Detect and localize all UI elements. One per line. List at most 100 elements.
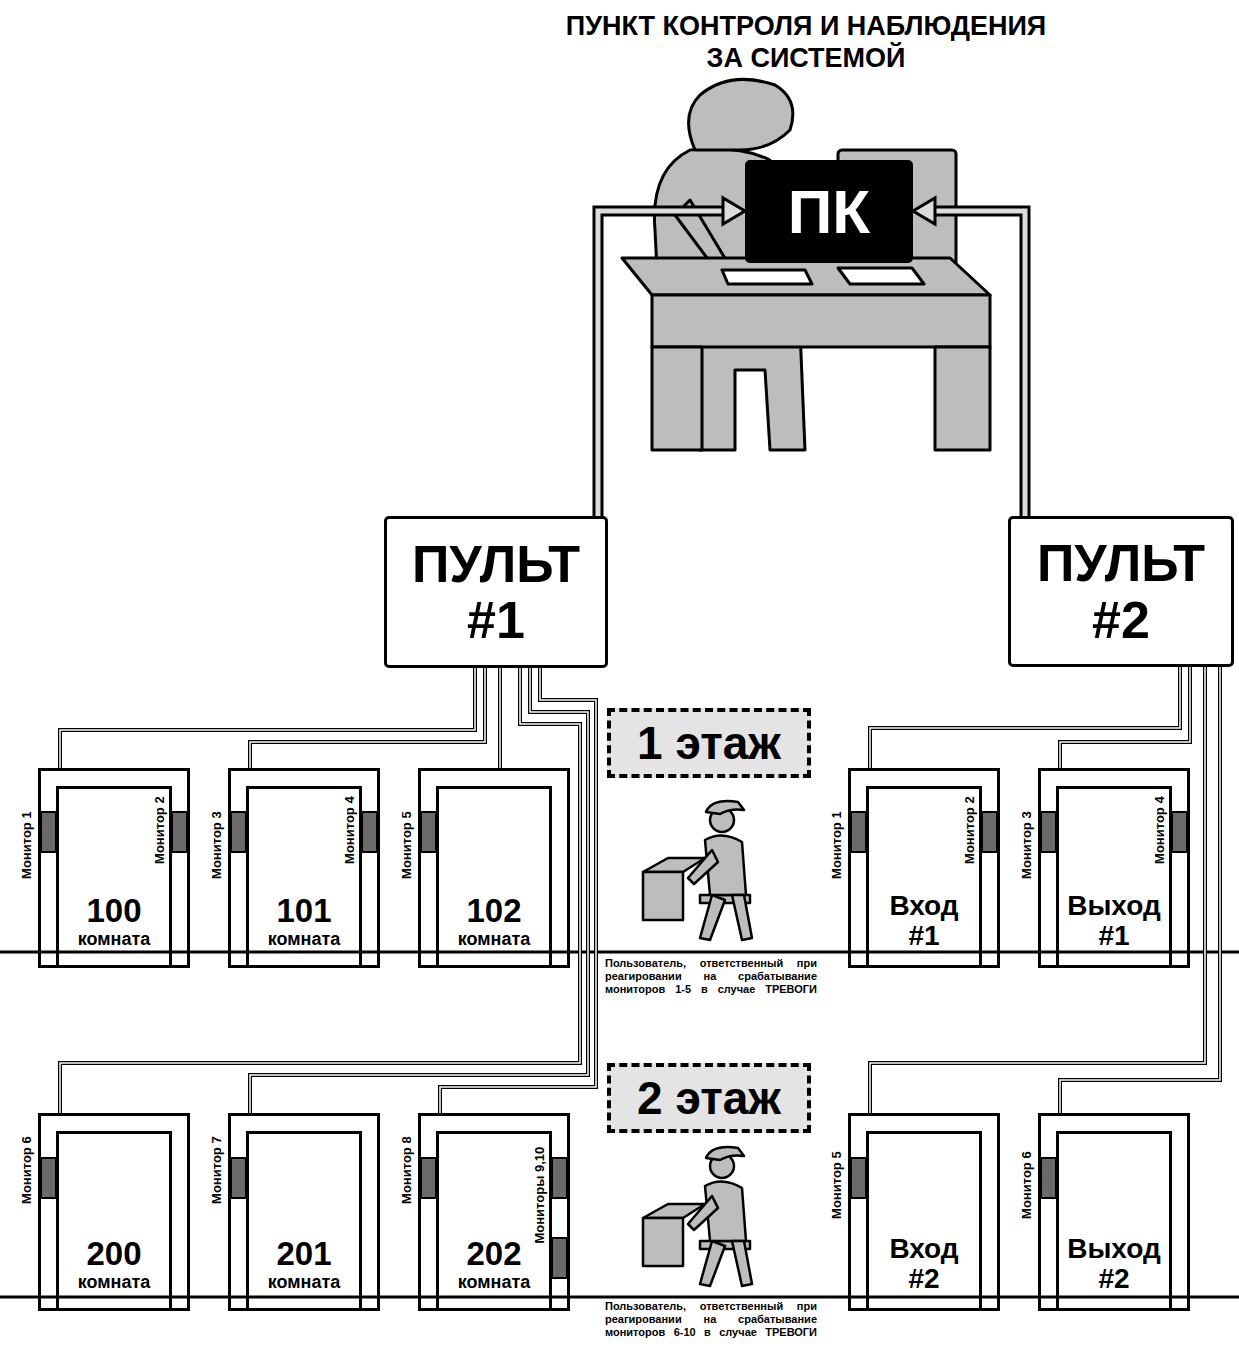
wire-outline <box>870 667 1180 768</box>
guard-arm <box>688 1196 718 1230</box>
monitor-label: Монитор 7 <box>210 1136 224 1204</box>
control-panel: ПУЛЬТ #1 <box>384 516 608 668</box>
wire <box>250 668 485 768</box>
gate-door: Вход #1 <box>848 768 1000 968</box>
wire <box>60 668 475 768</box>
room-number: 100 <box>86 893 141 929</box>
wire-core <box>870 667 1205 1113</box>
diagram-title: ПУНКТ КОНТРОЛЯ И НАБЛЮДЕНИЯ ЗА СИСТЕМОЙ <box>556 10 1056 75</box>
guard-figure <box>643 801 752 940</box>
wire <box>250 668 588 1113</box>
wire-core <box>60 668 580 1113</box>
wire <box>60 668 580 1113</box>
node-text: Вход #2 <box>874 1234 974 1293</box>
wire-outline <box>60 668 580 1113</box>
arrowhead <box>913 198 935 224</box>
gate-door: Выход #2 <box>1038 1113 1190 1311</box>
monitor-label: Монитор 5 <box>400 811 414 879</box>
node-text: ПУЛЬТ #2 <box>1026 535 1216 647</box>
monitor-label: Монитор 1 <box>830 811 844 879</box>
monitor-sensors <box>41 812 1187 1278</box>
door-text-column: 201комната <box>231 1116 377 1308</box>
wire-outline <box>250 668 485 768</box>
room-word: комната <box>458 929 531 950</box>
monitor-label: Монитор 5 <box>830 1151 844 1219</box>
monitor-sensor <box>851 1158 866 1198</box>
monitor-sensor <box>421 812 436 852</box>
floor-band: 2 этаж <box>607 1063 811 1133</box>
monitor-label: Монитор 6 <box>1020 1151 1034 1219</box>
wire-core <box>250 668 588 1113</box>
wire-core <box>1060 667 1190 768</box>
monitor-sensor <box>231 1158 246 1198</box>
node-text: Выход #2 <box>1064 1234 1164 1293</box>
monitor-sensor <box>552 1238 567 1278</box>
wire-core <box>60 668 475 768</box>
room-door: 101комната <box>228 768 380 968</box>
guard-cap <box>706 801 744 814</box>
keyboard <box>838 268 924 284</box>
arrowhead <box>723 198 745 224</box>
node-text: ПУЛЬТ #1 <box>401 536 591 648</box>
monitor-sensor <box>1041 812 1056 852</box>
operator-cap <box>689 79 793 150</box>
monitor-sensor <box>172 812 187 852</box>
guard-leg <box>700 1241 752 1286</box>
monitor-sensor <box>1172 812 1187 852</box>
wire-core <box>870 667 1180 768</box>
guard-leg <box>700 895 752 940</box>
desk-leg <box>935 347 990 450</box>
monitor-label: Монитор 2 <box>963 796 977 864</box>
wire-outline <box>598 211 725 516</box>
room-door: 202комната <box>418 1113 570 1311</box>
floor-line <box>0 1296 1239 1299</box>
wire-core <box>440 668 596 1113</box>
wire-outline <box>1060 667 1190 768</box>
wire-outline <box>1060 667 1220 1113</box>
signal-arrow <box>598 198 745 516</box>
room-word: комната <box>268 1272 341 1293</box>
floor-band: 1 этаж <box>607 708 811 778</box>
node-text: ПК <box>788 176 870 247</box>
room-number: 102 <box>466 893 521 929</box>
monitor-sensor <box>41 1158 56 1198</box>
monitor-label: Монитор 4 <box>343 796 357 864</box>
operator-figure <box>622 79 990 450</box>
wire <box>500 668 501 768</box>
pc-screen: ПК <box>745 160 913 263</box>
monitor-label: Монитор 6 <box>20 1136 34 1204</box>
floor-lines <box>0 952 1239 1297</box>
gate-door: Вход #2 <box>848 1113 1000 1311</box>
monitor-sensor <box>1041 1158 1056 1198</box>
guard-desk <box>643 872 683 920</box>
wire-outline <box>250 668 588 1113</box>
responsibility-note: Пользователь, ответственный при реагиров… <box>605 1300 817 1340</box>
monitor-label: Монитор 8 <box>400 1136 414 1204</box>
wire-core <box>1060 667 1220 1113</box>
wire-core <box>933 211 1025 516</box>
room-word: комната <box>78 1272 151 1293</box>
monitor-sensor <box>552 1158 567 1198</box>
monitor-label: Монитор 3 <box>1020 811 1034 879</box>
room-word: комната <box>458 1272 531 1293</box>
monitor-label: Мониторы 9,10 <box>533 1147 547 1244</box>
wire-core <box>250 668 485 768</box>
door-text-column: Выход #2 <box>1041 1116 1187 1308</box>
floor-line <box>0 951 1239 954</box>
wire-outline <box>933 211 1025 516</box>
desk-front <box>652 295 990 347</box>
wire-outline <box>870 667 1205 1113</box>
monitor-sensor <box>421 1158 436 1198</box>
room-word: комната <box>78 929 151 950</box>
monitor-sensor <box>851 812 866 852</box>
door-text-column: 200комната <box>41 1116 187 1308</box>
room-number: 202 <box>466 1236 521 1272</box>
paper <box>722 270 812 284</box>
monitor-sensor <box>362 812 377 852</box>
desk-top <box>622 258 990 295</box>
wire <box>1060 667 1190 768</box>
wire-outline <box>440 668 596 1113</box>
room-door: 201комната <box>228 1113 380 1311</box>
node-text: Выход #1 <box>1064 891 1164 950</box>
node-text: 1 этаж <box>637 716 781 770</box>
